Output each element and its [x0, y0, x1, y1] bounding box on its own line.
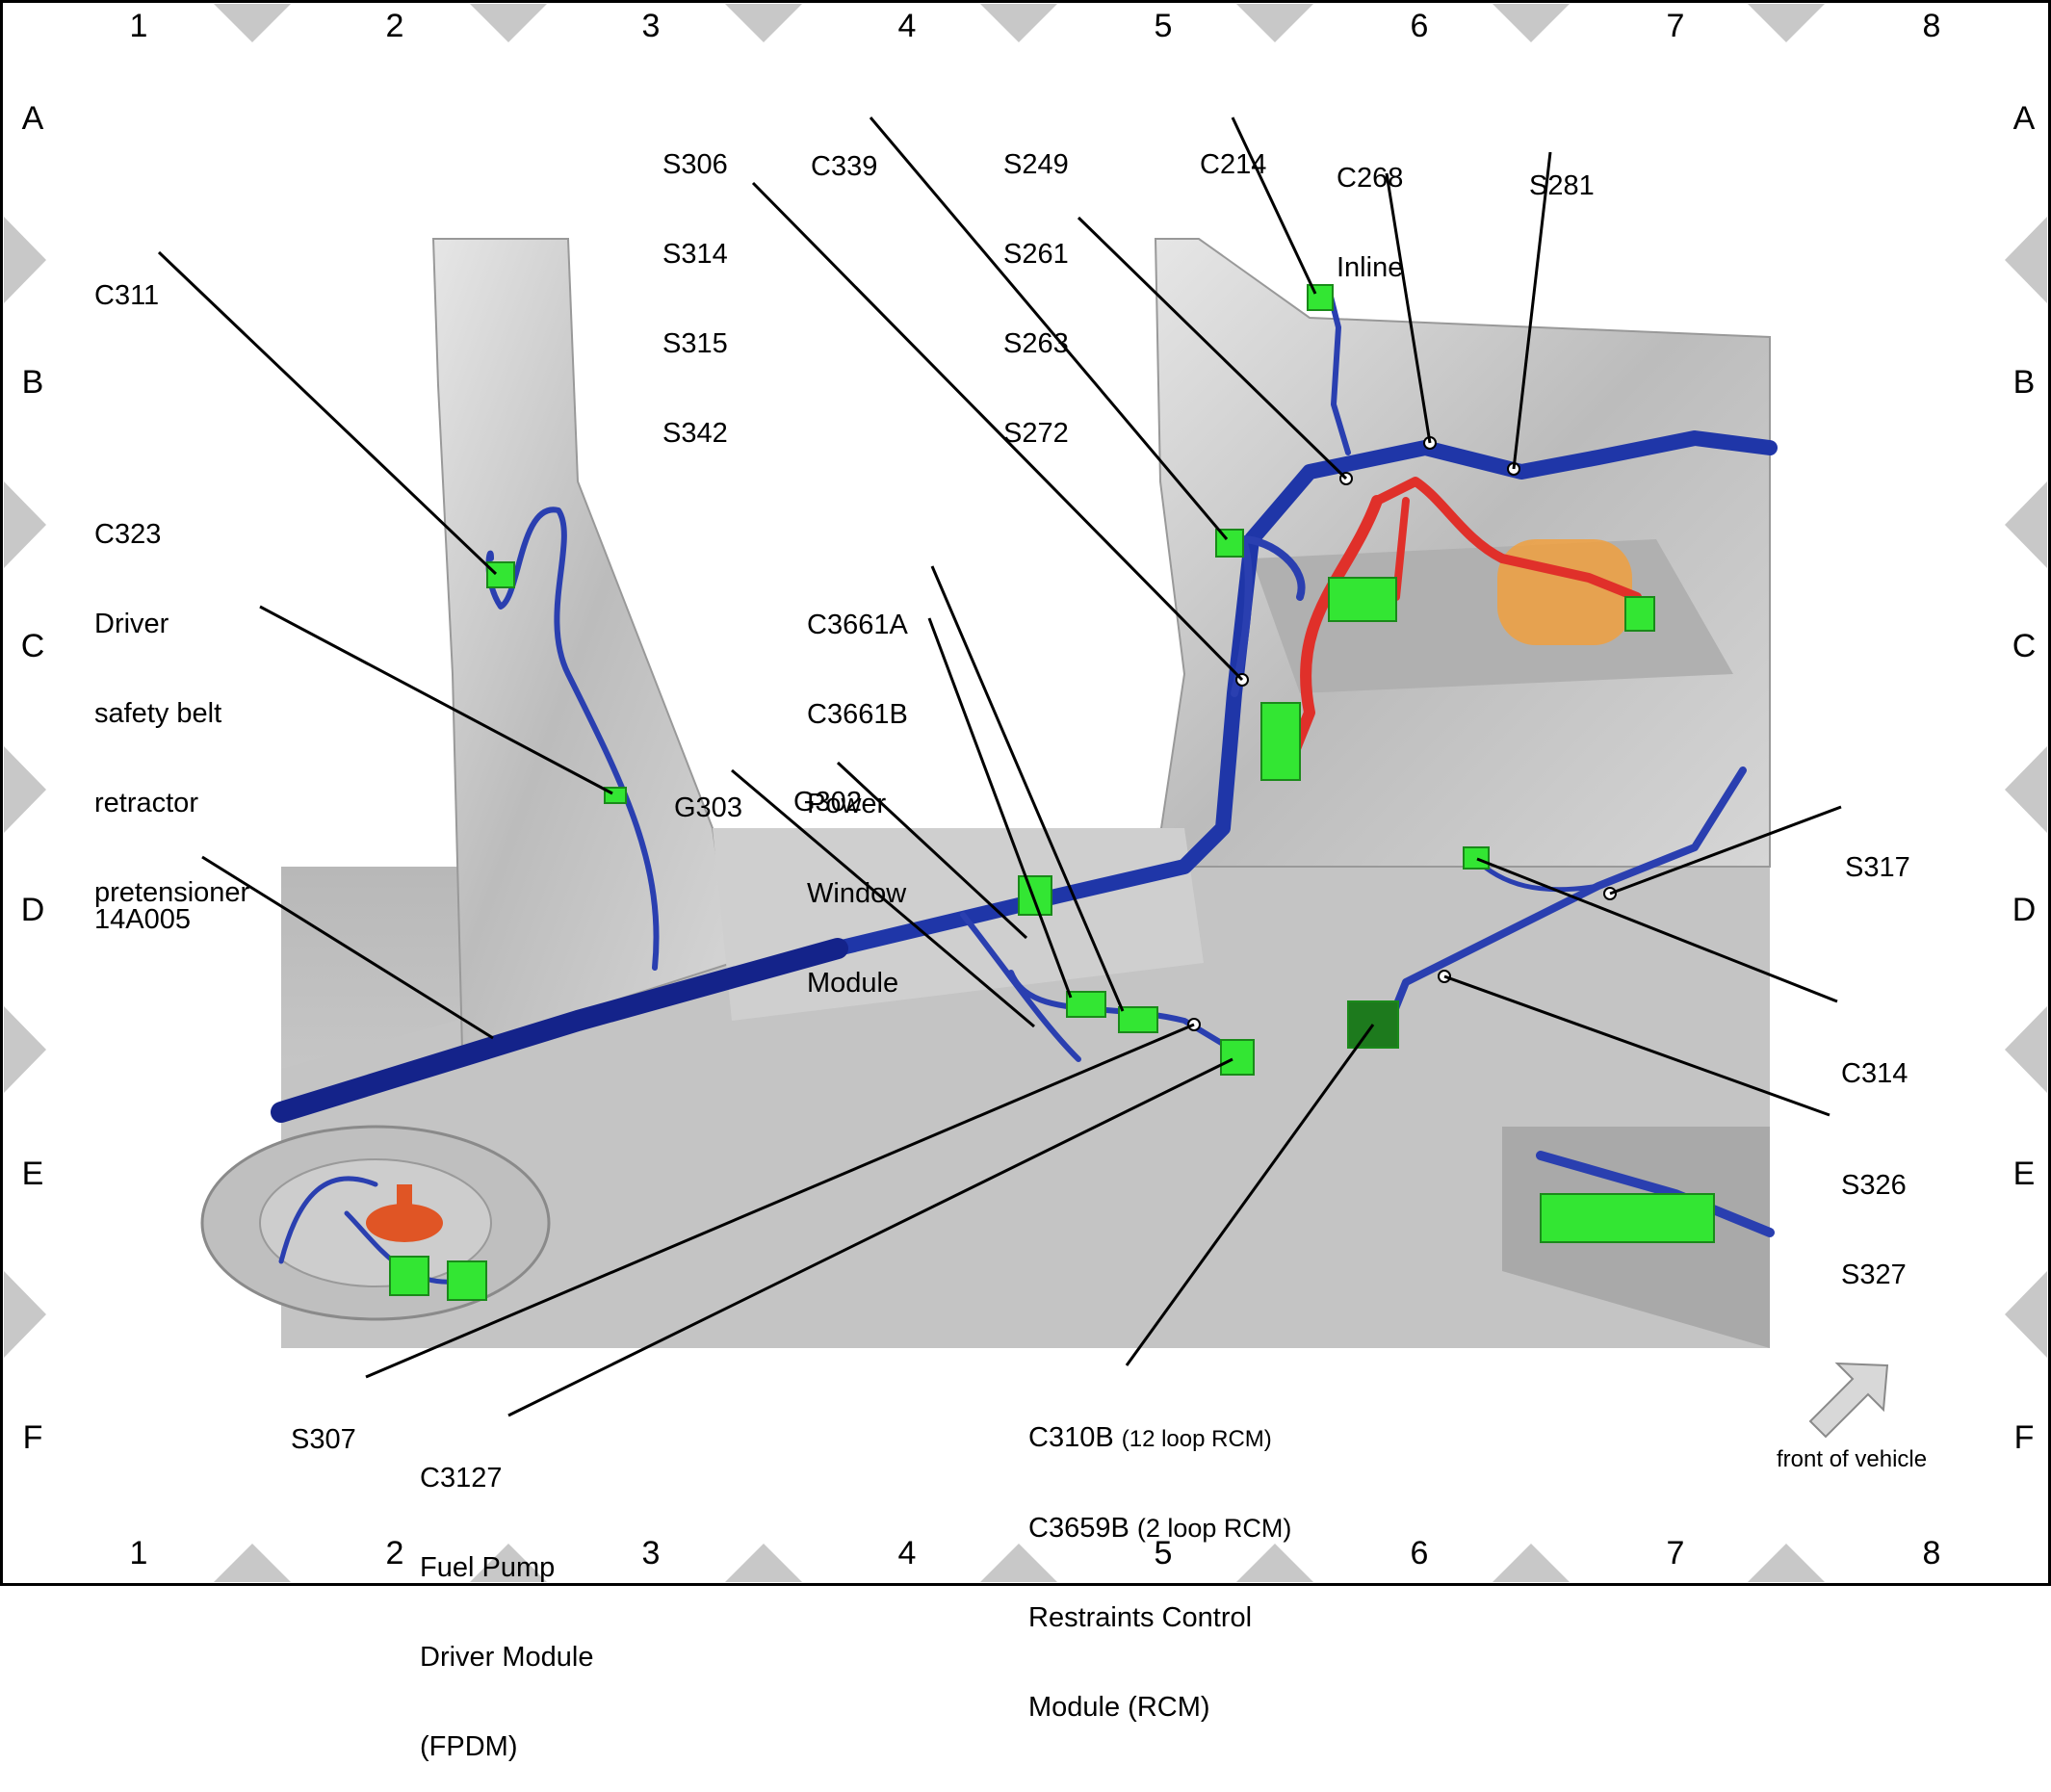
callout-s317: S317 [1845, 852, 1910, 883]
col-label-7: 7 [1666, 8, 1685, 44]
col-label-6-bottom: 6 [1410, 1535, 1429, 1571]
callout-g302: G302 [793, 787, 862, 818]
connector-c3661b [1118, 1006, 1158, 1033]
leader-c3661a [927, 617, 1073, 999]
border-markers [4, 4, 2047, 1582]
leader-s317 [1609, 805, 1842, 896]
leader-s307 [365, 1023, 1195, 1379]
col-label-2-bottom: 2 [385, 1535, 404, 1571]
callout-c339: C339 [811, 151, 878, 182]
harness-diagram [4, 4, 2047, 1582]
row-label-c: C [20, 628, 45, 664]
leader-c310b [1125, 1024, 1375, 1366]
callout-c3127: C3127 Fuel Pump Driver Module (FPDM) [420, 1463, 594, 1762]
c310b-code: C310B [1028, 1422, 1114, 1453]
vehicle-body [200, 238, 1771, 1348]
rcm-name-line1: Restraints Control [1028, 1602, 1253, 1633]
leader-c314 [1476, 857, 1838, 1003]
row-label-c-right: C [2012, 628, 2037, 664]
leader-c3661b [930, 565, 1125, 1012]
callout-c214: C214 [1200, 149, 1267, 180]
callout-c314: C314 [1841, 1058, 1908, 1089]
callout-s249: S249 S261 S263 S272 [1003, 149, 1069, 449]
connector-c3127 [1220, 1039, 1255, 1076]
row-label-f-right: F [2013, 1419, 2035, 1456]
callout-c3661: C3661A C3661B Power Window Module [807, 610, 908, 999]
connectors [389, 284, 1715, 1301]
rcm-name-line2: Module (RCM) [1028, 1692, 1210, 1723]
connector-c310b [1347, 1000, 1399, 1049]
front-of-vehicle-label: front of vehicle [1777, 1446, 1928, 1472]
col-label-8: 8 [1922, 8, 1941, 44]
row-label-e: E [21, 1156, 44, 1192]
connector-fuel-2 [447, 1260, 487, 1301]
col-label-5-bottom: 5 [1154, 1535, 1173, 1571]
connector-block-front-right [1540, 1193, 1715, 1243]
col-label-8-bottom: 8 [1922, 1535, 1941, 1571]
leader-lines [157, 117, 1842, 1417]
callout-s307: S307 [291, 1424, 356, 1455]
callout-c311: C311 [94, 280, 160, 311]
row-label-a-right: A [2012, 100, 2036, 137]
col-label-1: 1 [129, 8, 148, 44]
col-label-7-bottom: 7 [1666, 1535, 1685, 1571]
connector-center-low [1260, 702, 1301, 781]
connector-c314 [1463, 846, 1490, 870]
callout-s306: S306 S314 S315 S342 [662, 149, 728, 449]
fuel-pump-flange [366, 1184, 443, 1242]
leader-c3127 [507, 1057, 1233, 1417]
callout-14a005: 14A005 [94, 904, 191, 935]
row-label-d-right: D [2012, 892, 2037, 928]
callout-c310b: C310B (12 loop RCM) C3659B (2 loop RCM) … [1028, 1363, 1291, 1753]
leader-14a005 [201, 855, 494, 1040]
col-label-6: 6 [1410, 8, 1429, 44]
row-label-a: A [21, 100, 44, 137]
connector-fuel-1 [389, 1256, 429, 1296]
leader-g303 [731, 768, 1035, 1028]
col-label-5: 5 [1154, 8, 1173, 44]
c3659b-code: C3659B [1028, 1513, 1129, 1544]
connector-right [1624, 596, 1655, 632]
row-label-d: D [20, 892, 45, 928]
c3659b-note: (2 loop RCM) [1136, 1514, 1292, 1543]
c310b-note: (12 loop RCM) [1121, 1426, 1272, 1452]
diagram-frame [0, 0, 2051, 1586]
callout-s326: S326 S327 [1841, 1170, 1907, 1290]
connector-c214 [1307, 284, 1334, 311]
leader-s306 [751, 181, 1244, 682]
leader-c323 [259, 605, 613, 795]
row-label-b: B [21, 364, 44, 401]
row-label-f: F [22, 1419, 43, 1456]
connector-c3661a [1066, 991, 1106, 1018]
col-label-1-bottom: 1 [129, 1535, 148, 1571]
leader-g302 [836, 761, 1028, 940]
leader-s281 [1512, 151, 1552, 470]
col-label-3-bottom: 3 [641, 1535, 661, 1571]
col-label-3: 3 [641, 8, 661, 44]
connector-g302 [1018, 875, 1052, 916]
leader-s249 [1077, 216, 1348, 480]
leader-c214 [1231, 117, 1317, 295]
row-label-b-right: B [2012, 364, 2036, 401]
leader-c339 [869, 117, 1229, 540]
leader-s326 [1443, 974, 1830, 1117]
col-label-4: 4 [897, 8, 917, 44]
callout-g303: G303 [674, 792, 742, 823]
front-arrow-icon [1808, 1362, 1889, 1439]
leader-c268 [1385, 172, 1432, 444]
callout-c323: C323 Driver safety belt retractor preten… [94, 519, 250, 908]
leader-c311 [157, 250, 498, 576]
connector-block-center [1328, 577, 1397, 622]
col-label-2: 2 [385, 8, 404, 44]
col-label-4-bottom: 4 [897, 1535, 917, 1571]
connector-c311 [486, 561, 515, 588]
row-label-e-right: E [2012, 1156, 2036, 1192]
callout-c268: C268 Inline [1337, 163, 1404, 283]
callout-s281: S281 [1529, 170, 1595, 201]
